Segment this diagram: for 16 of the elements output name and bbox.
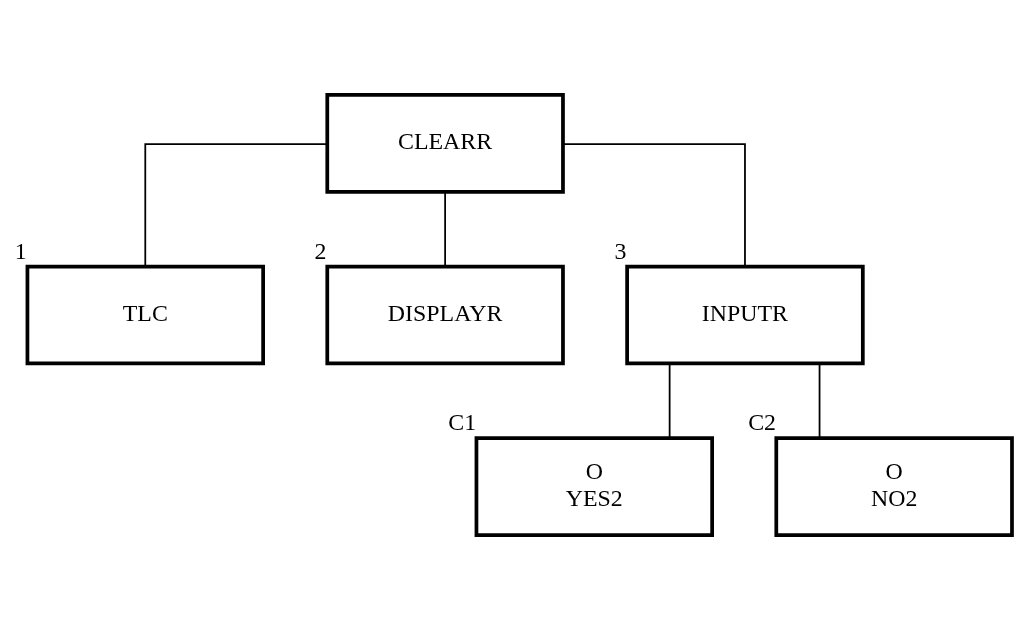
node-label: C1 (448, 408, 477, 435)
connector (562, 142, 746, 267)
node-box: O YES2 (474, 435, 714, 537)
node-label: 3 (614, 237, 627, 264)
connector (144, 142, 328, 267)
connector (818, 362, 821, 439)
node-label: 1 (14, 237, 27, 264)
connector (444, 190, 447, 267)
connector (668, 362, 671, 439)
node-label: 2 (314, 237, 327, 264)
node-label: C2 (748, 408, 777, 435)
node-box: INPUTR (625, 264, 865, 365)
node-box: O NO2 (774, 435, 1014, 537)
node-box: CLEARR (325, 92, 565, 194)
node-box: TLC (25, 264, 265, 365)
node-box: DISPLAYR (325, 264, 565, 365)
